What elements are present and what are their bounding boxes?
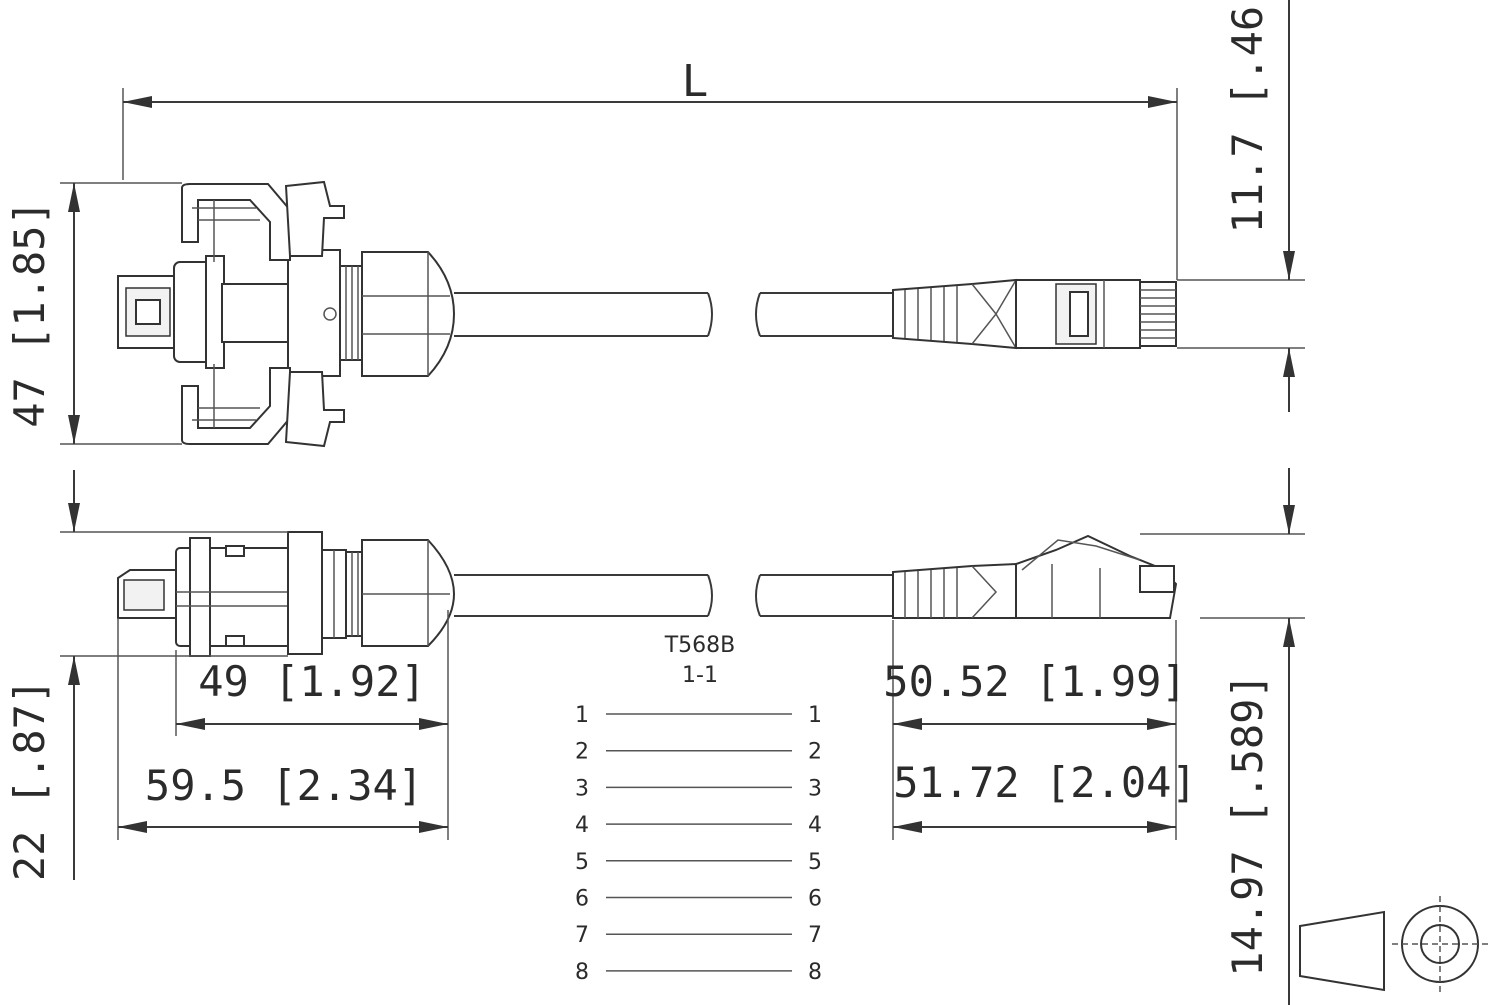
plug-top-view [892,278,1177,350]
pin-right-label: 8 [808,960,822,985]
pin-right-label: 5 [808,850,822,875]
length-50-label: 50.52 [1.99] [883,657,1186,706]
pin-left-label: 7 [575,923,589,948]
length-50-dimension: 50.52 [1.99] [883,620,1187,840]
pin-right-label: 2 [808,740,822,765]
cable-top-view [454,292,893,337]
pin-left-label: 6 [575,887,589,912]
connector-side-view [117,531,456,657]
length-label: L [682,56,709,107]
pin-right-label: 7 [808,923,822,948]
wiring-diagram: T568B 1-1 1 1 2 2 3 3 4 4 5 5 6 6 7 7 8 8 [575,633,822,985]
length-51-label: 51.72 [2.04] [893,758,1196,807]
plug-side-view [892,534,1178,619]
length-49-dimension: 49 [1.92] [175,610,449,736]
pin-left-label: 1 [575,703,589,728]
plug-height-dimension: 11.7 [.46] [1177,0,1305,412]
pin-left-label: 8 [575,960,589,985]
pin-right-label: 6 [808,887,822,912]
plug-side-height-label: 14.97 [.589] [1223,673,1272,976]
length-49-label: 49 [1.92] [198,657,426,706]
pin-left-label: 2 [575,740,589,765]
height-bottom-dimension: 22 [.87] [5,470,288,881]
length-dimension: L [122,56,1178,280]
pin-right-label: 1 [808,703,822,728]
pin-right-label: 4 [808,813,822,838]
height-top-dimension: 47 [1.85] [5,182,182,445]
end-view-icons [1299,896,1488,992]
height-top-label: 47 [1.85] [5,200,54,428]
height-bottom-label: 22 [.87] [5,679,54,881]
length-51-dimension: 51.72 [2.04] [893,758,1197,833]
length-59-label: 59.5 [2.34] [145,761,423,810]
connector-top-view [117,180,456,448]
length-59-dimension: 59.5 [2.34] [117,618,449,840]
plug-side-height-dimension: 14.97 [.589] [1140,468,1305,1005]
plug-height-label: 11.7 [.46] [1223,0,1272,233]
pin-left-label: 3 [575,776,589,801]
wiring-mapping: 1-1 [682,663,718,688]
pin-rows: 1 1 2 2 3 3 4 4 5 5 6 6 7 7 8 8 [575,703,822,985]
cable-side-view [454,574,893,617]
pin-left-label: 4 [575,813,589,838]
pin-right-label: 3 [808,776,822,801]
pin-left-label: 5 [575,850,589,875]
wiring-standard: T568B [664,633,736,658]
